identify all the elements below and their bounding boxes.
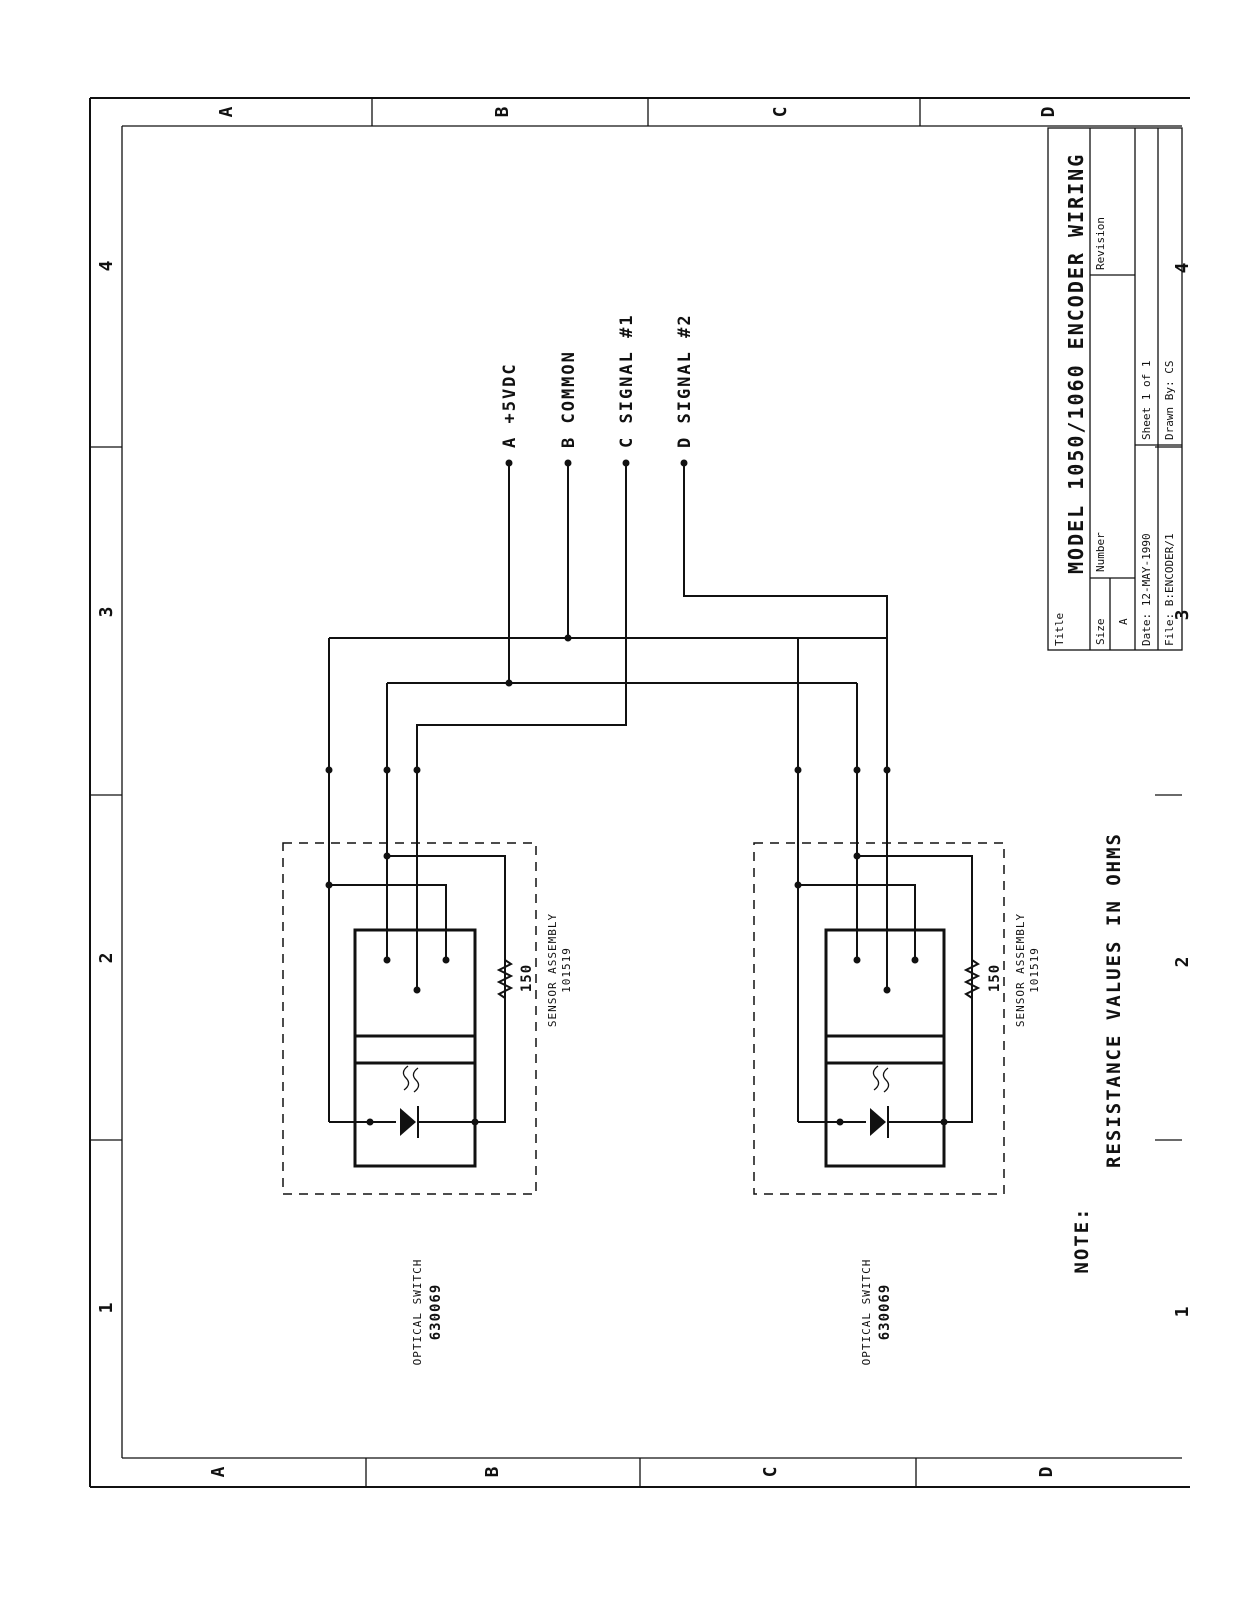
zone-top-c: C [770,107,791,118]
light-emission-icon [872,1065,890,1093]
zone-top-a: A [216,106,237,117]
zone-left-3: 3 [96,607,117,618]
note-block: NOTE: RESISTANCE VALUES IN OHMS [1071,832,1125,1274]
title-block: Title MODEL 1050/1060 ENCODER WIRING Siz… [1047,127,1183,651]
number-label: Number [1094,532,1107,572]
zone-right-1: 1 [1172,1307,1193,1318]
zone-left-4: 4 [96,260,117,271]
zone-bottom-a: A [208,1466,229,1477]
size-value: A [1117,618,1130,625]
optical-switch-part-left: 630069 [428,1284,444,1341]
resistor-icon [496,959,514,999]
resistor-icon [963,959,981,999]
drawn-by-field: Drawn By: CS [1163,361,1176,440]
sensor-assembly-part-right: 101519 [1028,947,1041,993]
connector-a-label: A +5VDC [500,362,520,448]
zone-bottom-c: C [760,1467,781,1478]
sheet-field: Sheet 1 of 1 [1140,361,1153,440]
zone-left-1: 1 [96,1303,117,1314]
sensor-assembly-part-left: 101519 [560,947,573,993]
light-emission-icon [402,1065,420,1093]
zone-bottom-b: B [482,1466,503,1477]
zone-left-2: 2 [96,953,117,964]
sensor-assembly-right: 150 SENSOR ASSEMBLY 101519 OPTICAL SWITC… [753,842,1041,1366]
size-label: Size [1094,619,1107,646]
note-label: NOTE: [1071,1206,1093,1273]
connector-b-label: B COMMON [559,350,579,448]
led-icon [870,1108,886,1136]
date-field: Date: 12-MAY-1990 [1140,533,1153,646]
revision-label: Revision [1094,217,1107,270]
sensor-assembly-left: 150 SENSOR ASSEMBLY 101519 OPTICAL SWITC… [282,842,573,1366]
sensor-assembly-label-left: SENSOR ASSEMBLY [546,913,559,1027]
wiring [325,463,891,1122]
resistor-value-right: 150 [987,964,1003,992]
drawing-frame [89,97,1190,1488]
note-text: RESISTANCE VALUES IN OHMS [1103,832,1125,1168]
zone-bottom-d: D [1036,1466,1057,1477]
zone-right-2: 2 [1172,957,1193,968]
drawing-title: MODEL 1050/1060 ENCODER WIRING [1064,153,1088,574]
led-icon [400,1108,416,1136]
connector-d-label: D SIGNAL #2 [675,313,695,448]
optical-switch-label-left: OPTICAL SWITCH [411,1259,424,1366]
resistor-value-left: 150 [519,964,535,992]
connector-labels: A +5VDC B COMMON C SIGNAL #1 D SIGNAL #2 [500,313,695,467]
title-label: Title [1053,613,1066,646]
connector-c-label: C SIGNAL #1 [617,313,637,448]
sensor-assembly-label-right: SENSOR ASSEMBLY [1014,913,1027,1027]
zone-top-b: B [492,106,513,117]
file-field: File: B:ENCODER/1 [1163,533,1176,646]
optical-switch-label-right: OPTICAL SWITCH [860,1259,873,1366]
zone-labels: A B C D A B C D 4 3 2 1 4 3 2 1 [96,106,1193,1477]
zone-top-d: D [1038,106,1059,117]
optical-switch-part-right: 630069 [877,1284,893,1341]
